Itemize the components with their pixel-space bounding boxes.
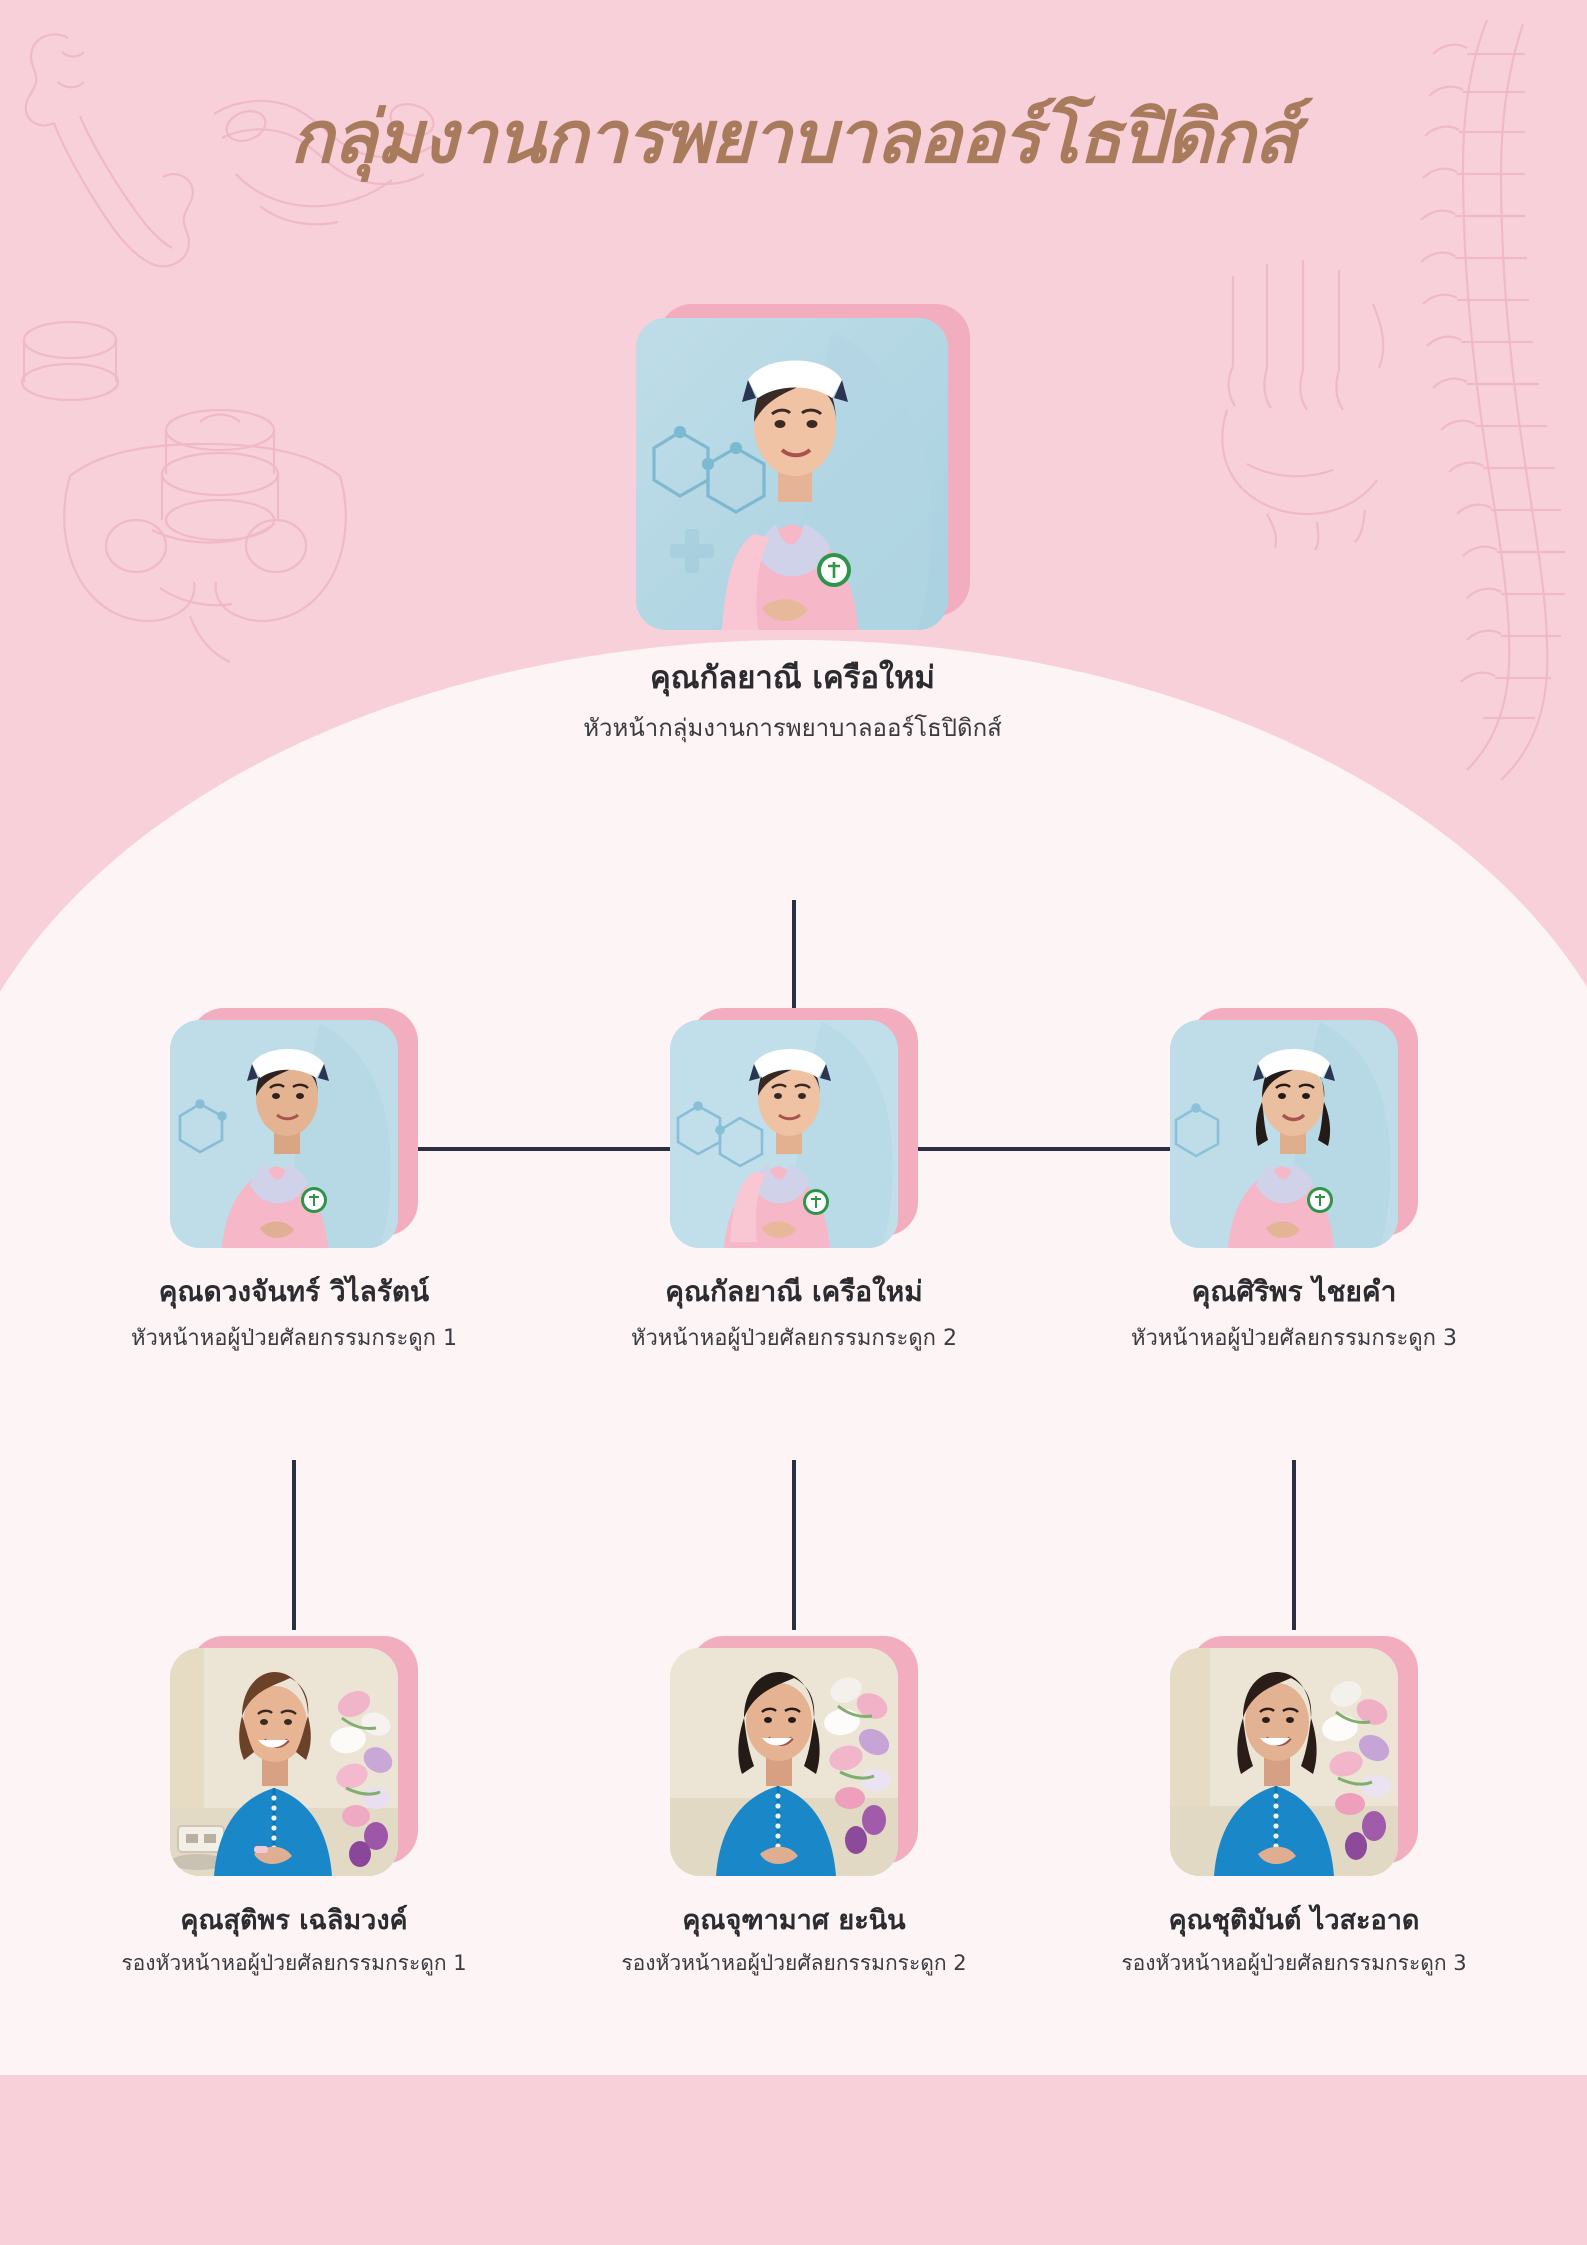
person-photo-ward2-head <box>670 1020 898 1248</box>
org-node-head[interactable]: คุณกัลยาณี เครือใหม่ หัวหน้ากลุ่มงานการพ… <box>570 304 1015 747</box>
org-node-ward2-deputy[interactable]: คุณจุฑามาศ ยะนิน รองหัวหน้าหอผู้ป่วยศัลย… <box>540 1636 1048 1980</box>
person-name: คุณกัลยาณี เครือใหม่ <box>650 660 935 696</box>
person-card <box>170 1008 548 1248</box>
person-labels: คุณศิริพร ไชยคำ หัวหน้าหอผู้ป่วยศัลยกรรม… <box>1040 1270 1548 1355</box>
person-name: คุณศิริพร ไชยคำ <box>1191 1275 1397 1308</box>
org-node-ward3-deputy[interactable]: คุณชุติมันต์ ไวสะอาด รองหัวหน้าหอผู้ป่วย… <box>1040 1636 1548 1980</box>
person-role: หัวหน้าหอผู้ป่วยศัลยกรรมกระดูก 3 <box>1131 1326 1457 1351</box>
person-card <box>670 1636 1048 1876</box>
person-name: คุณสุติพร เฉลิมวงค์ <box>180 1905 408 1936</box>
page-title: กลุ่มงานการพยาบาลออร์โธปิดิกส์ <box>290 95 1298 179</box>
person-role: รองหัวหน้าหอผู้ป่วยศัลยกรรมกระดูก 1 <box>121 1951 467 1975</box>
person-card <box>1170 1008 1548 1248</box>
connector-ward2-vertical <box>792 1460 796 1630</box>
person-photo-ward1-head <box>170 1020 398 1248</box>
person-role: รองหัวหน้าหอผู้ป่วยศัลยกรรมกระดูก 3 <box>1121 1951 1467 1975</box>
person-photo-ward1-deputy <box>170 1648 398 1876</box>
connector-ward1-vertical <box>292 1460 296 1630</box>
person-photo-ward3-head <box>1170 1020 1398 1248</box>
person-labels: คุณสุติพร เฉลิมวงค์ รองหัวหน้าหอผู้ป่วยศ… <box>40 1898 548 1980</box>
org-node-ward3-head[interactable]: คุณศิริพร ไชยคำ หัวหน้าหอผู้ป่วยศัลยกรรม… <box>1040 1008 1548 1355</box>
person-photo-head <box>636 318 948 630</box>
person-name: คุณชุติมันต์ ไวสะอาด <box>1168 1905 1420 1936</box>
arch-background <box>0 640 1587 2140</box>
connector-ward3-vertical <box>1292 1460 1296 1630</box>
person-role: รองหัวหน้าหอผู้ป่วยศัลยกรรมกระดูก 2 <box>621 1951 967 1975</box>
person-name: คุณจุฑามาศ ยะนิน <box>682 1905 906 1936</box>
person-card <box>170 1636 548 1876</box>
person-labels: คุณจุฑามาศ ยะนิน รองหัวหน้าหอผู้ป่วยศัลย… <box>540 1898 1048 1980</box>
person-labels: คุณดวงจันทร์ วิไลรัตน์ หัวหน้าหอผู้ป่วยศ… <box>40 1270 548 1355</box>
person-card <box>670 1008 1048 1248</box>
connector-head-vertical <box>792 900 796 1010</box>
person-labels: คุณชุติมันต์ ไวสะอาด รองหัวหน้าหอผู้ป่วย… <box>1040 1898 1548 1980</box>
person-photo-ward2-deputy <box>670 1648 898 1876</box>
org-node-ward2-head[interactable]: คุณกัลยาณี เครือใหม่ หัวหน้าหอผู้ป่วยศัล… <box>540 1008 1048 1355</box>
person-labels: คุณกัลยาณี เครือใหม่ หัวหน้ากลุ่มงานการพ… <box>570 652 1015 747</box>
person-labels: คุณกัลยาณี เครือใหม่ หัวหน้าหอผู้ป่วยศัล… <box>540 1270 1048 1355</box>
person-card <box>636 304 1015 630</box>
person-name: คุณกัลยาณี เครือใหม่ <box>665 1275 923 1308</box>
person-role: หัวหน้ากลุ่มงานการพยาบาลออร์โธปิดิกส์ <box>583 714 1002 742</box>
page-title-container: กลุ่มงานการพยาบาลออร์โธปิดิกส์ <box>0 96 1587 179</box>
footer-band <box>0 2075 1587 2245</box>
org-node-ward1-deputy[interactable]: คุณสุติพร เฉลิมวงค์ รองหัวหน้าหอผู้ป่วยศ… <box>40 1636 548 1980</box>
org-node-ward1-head[interactable]: คุณดวงจันทร์ วิไลรัตน์ หัวหน้าหอผู้ป่วยศ… <box>40 1008 548 1355</box>
person-photo-ward3-deputy <box>1170 1648 1398 1876</box>
person-role: หัวหน้าหอผู้ป่วยศัลยกรรมกระดูก 1 <box>131 1326 457 1351</box>
person-card <box>1170 1636 1548 1876</box>
person-role: หัวหน้าหอผู้ป่วยศัลยกรรมกระดูก 2 <box>631 1326 957 1351</box>
person-name: คุณดวงจันทร์ วิไลรัตน์ <box>158 1275 430 1308</box>
